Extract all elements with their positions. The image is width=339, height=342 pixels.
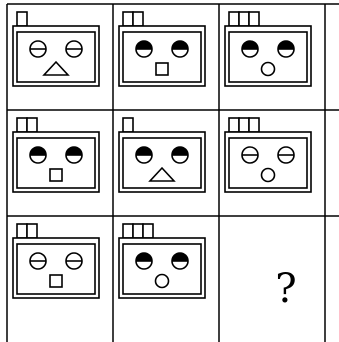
half-filled-eye (136, 147, 152, 163)
chimney-block (17, 12, 27, 26)
chimney-block (239, 118, 249, 132)
chimney-block (239, 12, 249, 26)
chimney-block (17, 118, 27, 132)
chimney-block (133, 224, 143, 238)
circle-mouth (262, 169, 275, 182)
chimney-block (17, 224, 27, 238)
chimney-block (249, 12, 259, 26)
house-figure (119, 224, 205, 298)
half-filled-eye (136, 41, 152, 57)
square-mouth (156, 63, 168, 75)
line-eye (66, 41, 82, 57)
chimney-block (249, 118, 259, 132)
half-filled-eye (242, 41, 258, 57)
house-figure (13, 12, 99, 86)
house-body (225, 132, 311, 192)
half-filled-eye (172, 147, 188, 163)
chimney-block (27, 118, 37, 132)
house-body (13, 26, 99, 86)
chimney-block (229, 118, 239, 132)
half-filled-eye (30, 147, 46, 163)
house-body (119, 132, 205, 192)
question-mark: ? (233, 236, 339, 342)
house-figure (13, 224, 99, 298)
house-figure (119, 12, 205, 86)
line-eye (30, 41, 46, 57)
chimney-block (123, 118, 133, 132)
chimney-block (27, 224, 37, 238)
house-body (225, 26, 311, 86)
house-figure (119, 118, 205, 192)
line-eye (30, 253, 46, 269)
house-figure (225, 12, 311, 86)
half-filled-eye (66, 147, 82, 163)
chimney-block (229, 12, 239, 26)
chimney-block (123, 224, 133, 238)
house-body (13, 132, 99, 192)
circle-mouth (262, 63, 275, 76)
circle-mouth (156, 275, 169, 288)
house-body (119, 26, 205, 86)
half-filled-eye (172, 253, 188, 269)
house-figure (225, 118, 311, 192)
half-filled-eye (172, 41, 188, 57)
house-body (13, 238, 99, 298)
chimney-block (123, 12, 133, 26)
half-filled-eye (136, 253, 152, 269)
house-figure (13, 118, 99, 192)
line-eye (66, 253, 82, 269)
chimney-block (143, 224, 153, 238)
line-eye (278, 147, 294, 163)
half-filled-eye (278, 41, 294, 57)
square-mouth (50, 169, 62, 181)
house-body (119, 238, 205, 298)
square-mouth (50, 275, 62, 287)
line-eye (242, 147, 258, 163)
chimney-block (133, 12, 143, 26)
